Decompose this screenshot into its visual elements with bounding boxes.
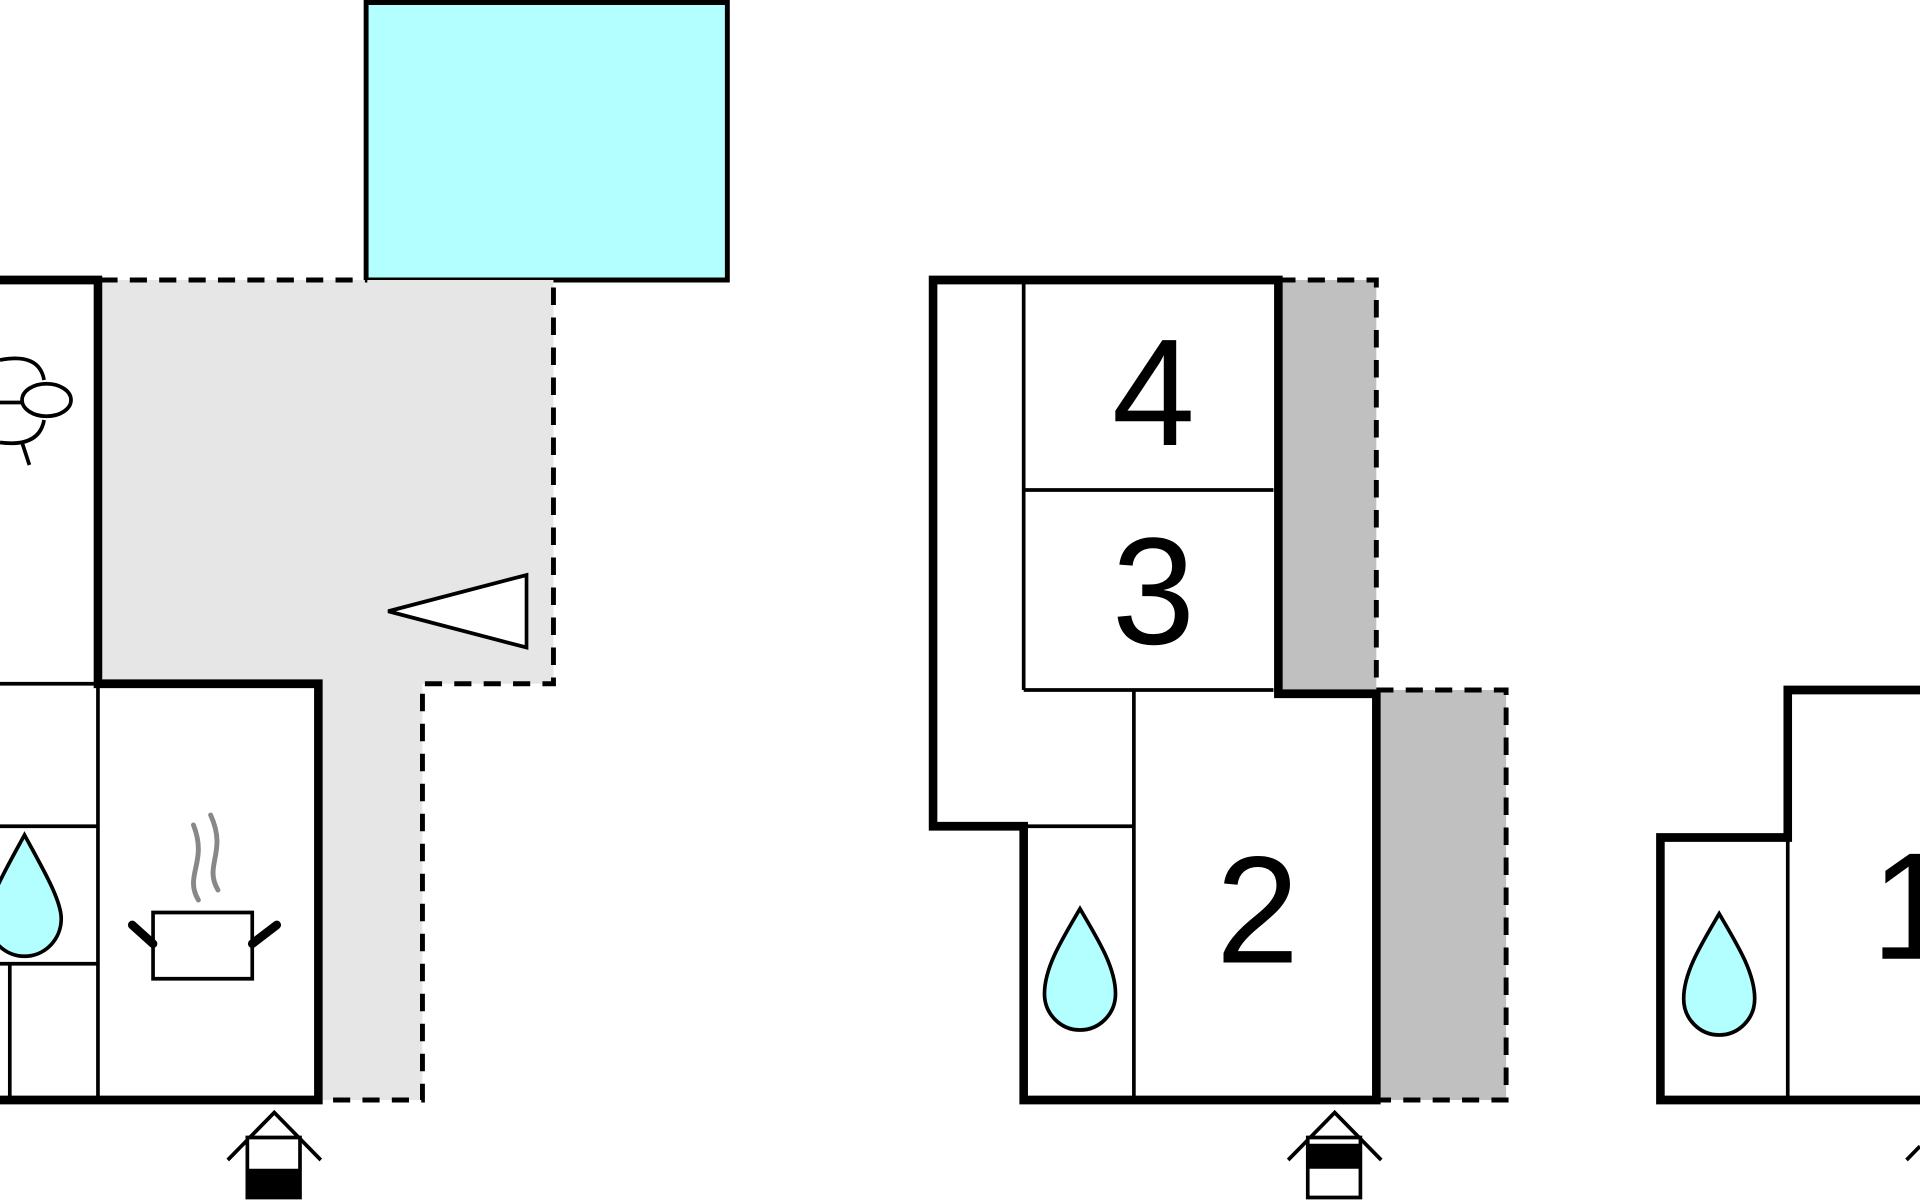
kitchen-pot-icon — [127, 812, 282, 981]
sun-lounger-icon — [387, 572, 529, 650]
water-drop-icon — [1042, 905, 1118, 1032]
entrance-icon — [1286, 1109, 1383, 1200]
entrance-icon — [226, 1109, 323, 1200]
house-right — [1656, 685, 1920, 1105]
room-number-2: 2 — [1216, 824, 1299, 995]
house-left — [0, 275, 323, 1105]
water-drop-icon — [1681, 910, 1757, 1037]
terrace-left — [100, 277, 556, 1103]
covered-terrace-upper — [1278, 277, 1379, 690]
pool — [363, 0, 730, 283]
covered-terrace-lower — [1376, 687, 1509, 1103]
water-drop-icon — [0, 831, 64, 959]
entrance-icon — [1905, 1144, 1920, 1162]
room-number-3: 3 — [1112, 505, 1195, 676]
house-middle — [928, 275, 1381, 1105]
room-number-1: 1 — [1871, 820, 1920, 991]
room-number-4: 4 — [1112, 307, 1195, 478]
barbecue-icon — [0, 356, 73, 466]
